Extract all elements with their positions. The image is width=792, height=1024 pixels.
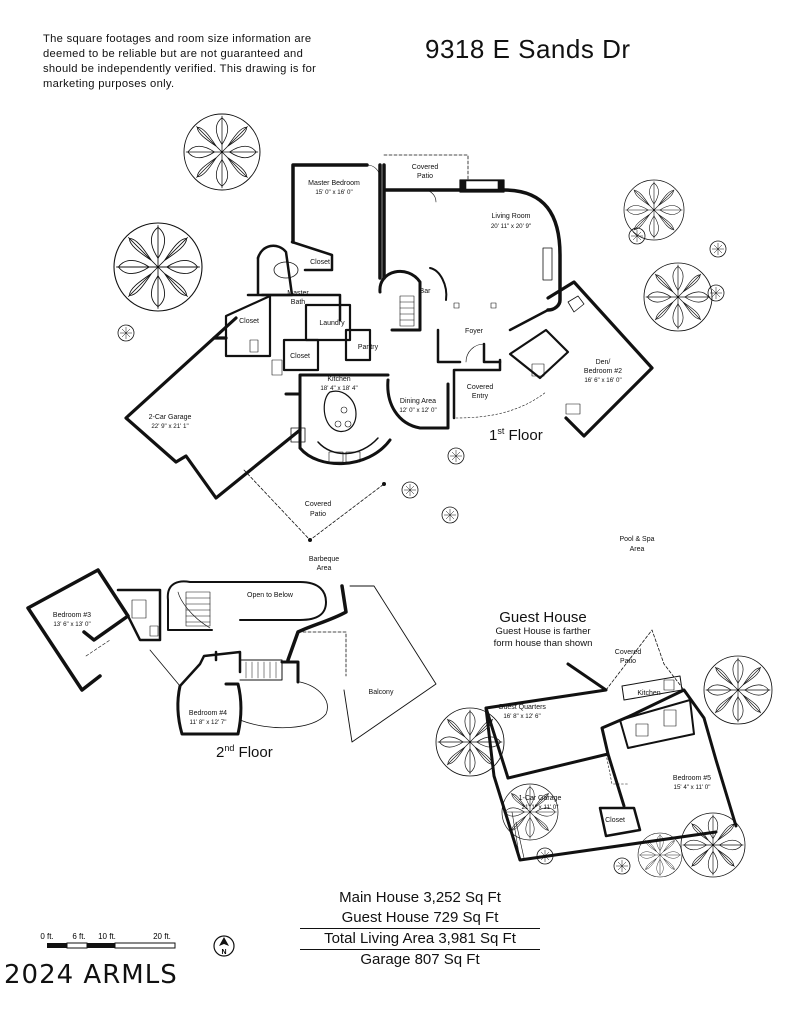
shrub-icon bbox=[441, 506, 459, 524]
kitchen-label: Kitchen bbox=[327, 376, 350, 383]
laundry-label: Laundry bbox=[319, 320, 345, 327]
shrub-icon bbox=[707, 284, 725, 302]
den-label-2: Bedroom #2 bbox=[584, 368, 622, 375]
guest-house-plan bbox=[484, 629, 738, 862]
guest-house-sqft: Guest House 729 Sq Ft bbox=[341, 909, 499, 926]
guest-house-title: Guest House bbox=[499, 609, 587, 626]
pool-label-2: Area bbox=[630, 546, 645, 553]
total-living-sqft: Total Living Area 3,981 Sq Ft bbox=[300, 928, 540, 950]
first-floor-plan bbox=[124, 154, 654, 542]
garage-dims: 22' 9" x 21' 1" bbox=[151, 423, 188, 430]
guest-house-note-1: Guest House is farther bbox=[495, 626, 590, 637]
scale-label-20: 20 ft. bbox=[153, 932, 171, 941]
scale-label-10: 10 ft. bbox=[98, 932, 116, 941]
pantry-label: Pantry bbox=[358, 344, 379, 351]
property-address: 9318 E Sands Dr bbox=[425, 34, 631, 64]
tree-icon bbox=[703, 655, 773, 725]
shrub-icon bbox=[401, 481, 419, 499]
master-bath-label: Master bbox=[287, 290, 309, 297]
closet-mid-label: Closet bbox=[290, 353, 310, 360]
bar-label: Bar bbox=[420, 288, 432, 295]
stair-icon bbox=[399, 295, 415, 327]
covered-entry-label: Covered bbox=[467, 384, 494, 391]
second-floor-title: 2nd Floor bbox=[216, 743, 273, 761]
shrub-icon bbox=[709, 240, 727, 258]
tree-icon bbox=[623, 179, 685, 241]
master-bath-label-2: Bath bbox=[291, 299, 306, 306]
dining-label: Dining Area bbox=[400, 398, 436, 405]
room-labels: Covered Patio Master Bedroom 15' 0" x 16… bbox=[53, 164, 711, 824]
den-label: Den/ bbox=[596, 359, 611, 366]
closet-master-label: Closet bbox=[310, 259, 330, 266]
north-arrow-icon: N bbox=[213, 935, 235, 957]
scale-bar: 0 ft. 6 ft. 10 ft. 20 ft. bbox=[40, 932, 176, 949]
shrub-icon bbox=[613, 857, 631, 875]
open-below-label: Open to Below bbox=[247, 592, 294, 599]
tree-icon bbox=[113, 222, 203, 312]
living-room-label: Living Room bbox=[492, 213, 531, 220]
copyright-mark: 2024 ARMLS bbox=[4, 960, 178, 990]
living-room-dims: 20' 11" x 20' 9" bbox=[491, 223, 531, 230]
gh-bedroom5-dims: 15' 4" x 11' 0" bbox=[674, 784, 711, 791]
stair-icon bbox=[185, 591, 211, 627]
covered-entry-label-2: Entry bbox=[472, 393, 489, 400]
barbeque-label-2: Area bbox=[317, 565, 332, 572]
covered-patio-bottom-label: Covered bbox=[305, 501, 332, 508]
gh-garage-dims: 21' 1" x 11' 0" bbox=[522, 804, 559, 811]
bedroom4-dims: 11' 8" x 12' 7" bbox=[190, 719, 227, 726]
shrub-icon bbox=[117, 324, 135, 342]
bedroom3-label: Bedroom #3 bbox=[53, 612, 91, 619]
scale-label-6: 6 ft. bbox=[72, 932, 85, 941]
gh-kitchen-label: Kitchen bbox=[637, 690, 660, 697]
tree-icon bbox=[643, 262, 713, 332]
disclaimer-text: The square footages and room size inform… bbox=[43, 33, 317, 90]
second-floor-plan bbox=[26, 568, 437, 743]
gh-garage-label: 1-Car Garage bbox=[519, 795, 562, 802]
master-bedroom-dims: 15' 0" x 16' 0" bbox=[315, 189, 352, 196]
garage-label: 2-Car Garage bbox=[149, 414, 192, 421]
covered-patio-bottom-label-2: Patio bbox=[310, 511, 326, 518]
bedroom4-label: Bedroom #4 bbox=[189, 710, 227, 717]
covered-patio-top-label: Covered bbox=[412, 164, 439, 171]
tree-icon bbox=[183, 113, 261, 191]
first-floor-title: 1st Floor bbox=[489, 426, 543, 444]
den-dims: 16' 6" x 16' 0" bbox=[584, 377, 621, 384]
dining-dims: 12' 0" x 12' 0" bbox=[399, 407, 436, 414]
scale-label-0: 0 ft. bbox=[40, 932, 53, 941]
gh-patio-label-2: Patio bbox=[620, 658, 636, 665]
balcony-label: Balcony bbox=[369, 689, 394, 696]
north-arrow-label: N bbox=[221, 949, 226, 956]
square-footage-summary: Main House 3,252 Sq Ft Guest House 729 S… bbox=[300, 888, 540, 970]
gh-bedroom5-label: Bedroom #5 bbox=[673, 775, 711, 782]
closet-left-label: Closet bbox=[239, 318, 259, 325]
garage-sqft: Garage 807 Sq Ft bbox=[360, 951, 480, 968]
foyer-label: Foyer bbox=[465, 328, 484, 335]
shrub-icon bbox=[628, 227, 646, 245]
guest-house-note-2: form house than shown bbox=[494, 638, 593, 649]
gh-closet-label: Closet bbox=[605, 817, 625, 824]
covered-patio-top-label-2: Patio bbox=[417, 173, 433, 180]
kitchen-dims: 18' 4" x 18' 4" bbox=[320, 385, 357, 392]
gh-quarters-dims: 16' 8" x 12' 6" bbox=[503, 713, 540, 720]
shrub-icon bbox=[447, 447, 465, 465]
main-house-sqft: Main House 3,252 Sq Ft bbox=[339, 889, 501, 906]
gh-patio-label: Covered bbox=[615, 649, 642, 656]
bedroom3-dims: 13' 6" x 13' 0" bbox=[53, 621, 90, 628]
master-bedroom-label: Master Bedroom bbox=[308, 180, 360, 187]
gh-quarters-label: Guest Quarters bbox=[498, 704, 546, 711]
barbeque-label: Barbeque bbox=[309, 556, 339, 563]
pool-label: Pool & Spa bbox=[619, 536, 654, 543]
